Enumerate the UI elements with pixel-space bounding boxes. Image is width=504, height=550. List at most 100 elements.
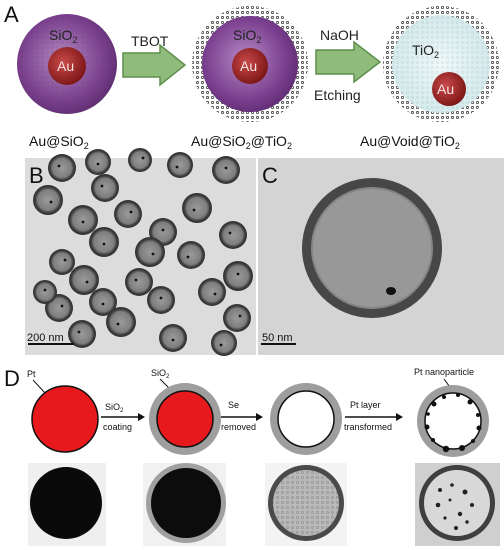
tem-particle: [182, 193, 212, 223]
tem-particle: [125, 268, 153, 296]
au-core-dot: [219, 343, 223, 347]
tem-particle: [106, 307, 136, 337]
panel-b-label: B: [29, 163, 44, 188]
caption-au-void-tio2: Au@Void@TiO2: [360, 133, 460, 151]
au-core-dot: [102, 242, 106, 246]
tem-particle: [33, 185, 63, 215]
au-core-dot: [224, 166, 228, 170]
stage2-shell-label: SiO2: [233, 27, 261, 45]
tem-particle: [147, 286, 175, 314]
sio2-label: SiO2: [151, 368, 170, 380]
au-core-dot: [63, 258, 67, 262]
tem-particle: [68, 320, 96, 348]
stage3-core-label: Au: [437, 81, 454, 97]
caption-au-sio2: Au@SiO2: [29, 133, 89, 151]
tem-particle: [48, 154, 76, 182]
au-core-dot: [81, 220, 85, 224]
au-core-dot: [85, 280, 89, 284]
hollow-void: [277, 390, 335, 448]
au-core-dot: [116, 322, 120, 326]
tem-particle: [167, 152, 193, 178]
tem-d3: [265, 463, 347, 546]
panel-d-label: D: [4, 366, 20, 391]
arrow2-top-label: NaOH: [320, 27, 359, 43]
tem-particle: [177, 241, 205, 269]
tem-particle: [33, 280, 57, 304]
au-sio2-tio2-particle: [192, 6, 308, 122]
au-core-dot: [151, 252, 155, 256]
tem-particle: [135, 237, 165, 267]
tem-particle: [128, 148, 152, 172]
pt-nanoparticles: [424, 393, 482, 453]
pt-pointer: [32, 379, 47, 395]
au-core-dot: [228, 231, 232, 235]
au-core-dot: [175, 165, 179, 169]
d-step3-top: Pt layer: [350, 400, 381, 410]
d-arrow3-head: [396, 413, 403, 421]
arrow2-icon: [315, 40, 382, 84]
tem-particle: [85, 149, 111, 175]
tem-particle: [89, 227, 119, 257]
au-core-dot: [60, 304, 64, 308]
tem-d1: [28, 463, 106, 546]
tem-particle: [223, 261, 253, 291]
se-sphere: [31, 385, 99, 453]
panel-a-label: A: [4, 2, 19, 27]
stage2-core-label: Au: [240, 58, 257, 74]
panel-c-label: C: [262, 163, 278, 188]
tem-d4: [415, 463, 500, 546]
au-core-dot: [141, 156, 145, 160]
au-core-dot: [186, 255, 190, 259]
au-core-dot: [161, 228, 165, 232]
au-core-dot: [100, 184, 104, 188]
au-core-dot: [171, 338, 175, 342]
stage3-shell-label: TiO2: [412, 42, 439, 60]
d-step3-bottom: transformed: [344, 422, 392, 432]
tem-particle: [159, 324, 187, 352]
au-core-dot: [213, 292, 217, 296]
tem-particle: [49, 249, 75, 275]
tem-image-c: [258, 158, 504, 355]
au-core-dot: [57, 164, 61, 168]
arrow2-bottom-label: Etching: [314, 87, 361, 103]
tem-d2: [143, 463, 226, 546]
au-core-dot: [96, 162, 100, 166]
scale-label-b: 200 nm: [27, 332, 64, 344]
pt-label: Pt: [27, 369, 36, 379]
stage1-shell-label: SiO2: [49, 27, 77, 45]
d-arrow2-head: [256, 413, 263, 421]
tem-particle: [114, 200, 142, 228]
tem-particle: [69, 265, 99, 295]
au-core-dot: [134, 278, 138, 282]
d-step1-bottom: coating: [103, 422, 132, 432]
d-arrow1-head: [138, 413, 145, 421]
au-core-dot: [43, 288, 47, 292]
tem-particle: [198, 278, 226, 306]
au-core-dot: [49, 200, 53, 204]
tem-particle: [223, 304, 251, 332]
au-core-dot: [192, 208, 196, 212]
au-core-dot: [129, 210, 133, 214]
au-core-dot: [101, 302, 105, 306]
arrow1-icon: [122, 43, 187, 87]
tem-particle: [91, 174, 119, 202]
stage1-core-label: Au: [57, 58, 74, 74]
d-step2-bottom: removed: [221, 422, 256, 432]
d-step1-top: SiO2: [105, 402, 124, 414]
d-step2-top: Se: [228, 400, 239, 410]
au-core-dot: [238, 314, 242, 318]
pt-nanoparticle-label: Pt nanoparticle: [414, 367, 474, 377]
au-core-dot: [236, 272, 240, 276]
au-core-dot: [77, 330, 81, 334]
au-void-tio2-particle: [383, 6, 499, 122]
au-core-dot: [159, 296, 163, 300]
scale-label-c: 50 nm: [262, 332, 293, 344]
tem-particle: [68, 205, 98, 235]
se-sio2-core: [156, 390, 214, 448]
tem-particle: [219, 221, 247, 249]
caption-au-sio2-tio2: Au@SiO2@TiO2: [191, 133, 292, 151]
tem-image-b: [25, 148, 256, 356]
pt-void: [424, 392, 482, 450]
tem-particle: [212, 156, 240, 184]
